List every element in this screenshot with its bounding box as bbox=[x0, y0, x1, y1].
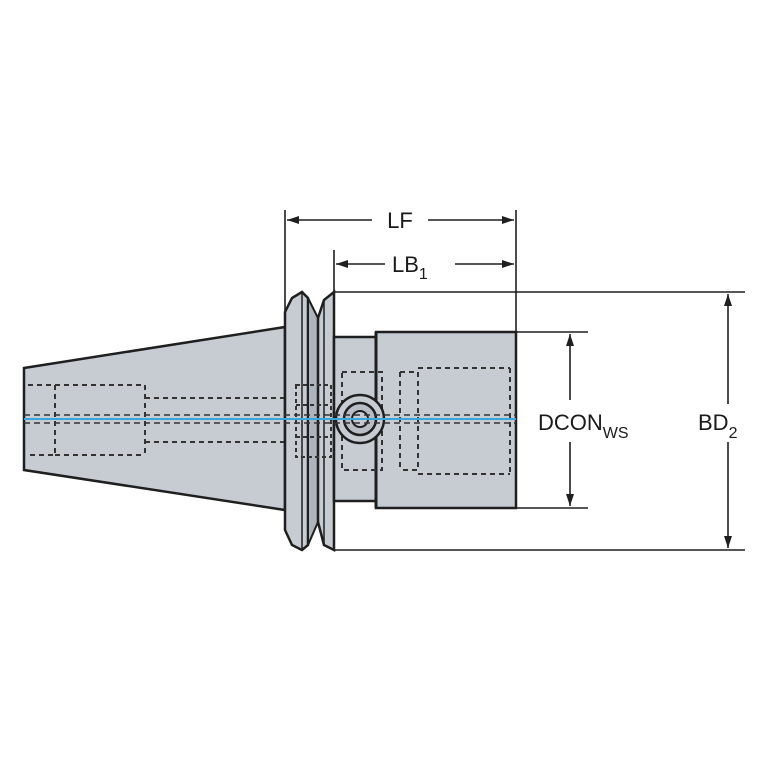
dcon-label: DCONWS bbox=[538, 410, 629, 442]
extension-lines bbox=[284, 210, 745, 551]
lb-label: LB1 bbox=[392, 252, 428, 283]
shank-hidden-bore bbox=[28, 384, 300, 456]
bd-label: BD2 bbox=[698, 410, 738, 442]
flange-hidden-slots bbox=[295, 384, 332, 458]
bd-dimension bbox=[724, 294, 732, 548]
flange-groove bbox=[307, 297, 319, 546]
lb-dimension bbox=[336, 260, 514, 268]
lf-label: LF bbox=[387, 208, 413, 233]
centerline bbox=[24, 414, 516, 424]
dcon-dimension bbox=[566, 334, 574, 506]
lf-dimension bbox=[287, 216, 514, 224]
